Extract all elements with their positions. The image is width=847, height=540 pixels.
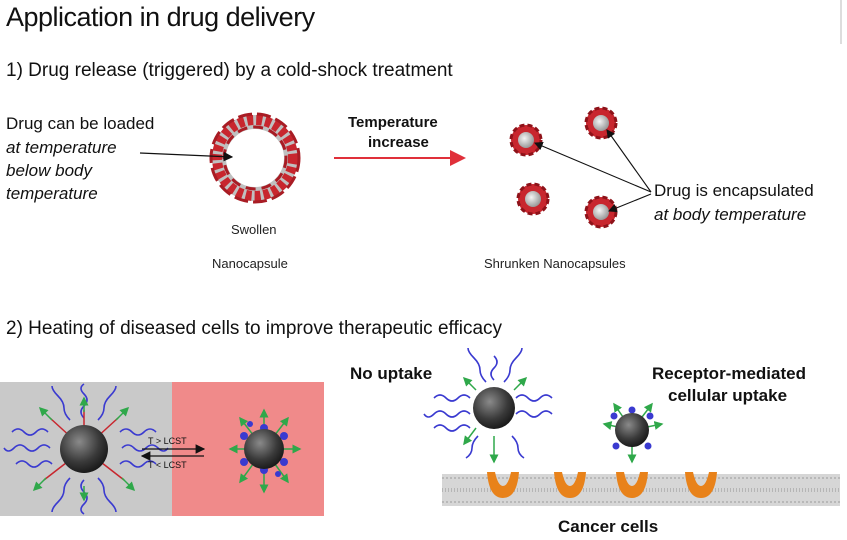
load-note-line4: temperature [6, 184, 98, 203]
shrunken-nanocapsule-1 [509, 123, 543, 157]
receptor-label-line2: cellular uptake [668, 386, 788, 405]
load-note-line3: below body [6, 161, 93, 180]
receptor-label-line1: Receptor-mediated [652, 364, 806, 383]
encapsulated-pointer-2 [606, 129, 652, 193]
load-note-line1: Drug can be loaded [6, 114, 155, 133]
arrow-label-line2: increase [368, 134, 429, 151]
arrow-label-line1: Temperature [348, 114, 438, 131]
receptor-4 [685, 472, 717, 498]
receptor-2 [554, 472, 586, 498]
receptor-1 [487, 472, 519, 498]
shrunken-label: Shrunken Nanocapsules [484, 256, 626, 271]
load-note-line2: at temperature [6, 138, 117, 157]
page-title: Application in drug delivery [6, 2, 315, 32]
no-uptake-label: No uptake [350, 364, 433, 383]
swollen-nanocapsule [209, 112, 301, 204]
particle-extended-chains [3, 383, 169, 515]
encapsulated-pointer-3 [607, 193, 652, 213]
shrunken-nanocapsule-4 [584, 195, 618, 229]
forward-transition-label: T > LCST [148, 436, 187, 446]
cancer-cells-label: Cancer cells [558, 517, 659, 536]
backward-transition-label: T < LCST [148, 460, 187, 470]
nanocapsule-label: Nanocapsule [212, 256, 288, 271]
particle-receptor-uptake [602, 402, 664, 464]
section1-heading: 1) Drug release (triggered) by a cold-sh… [6, 60, 453, 81]
receptors [487, 472, 717, 498]
section2-heading: 2) Heating of diseased cells to improve … [6, 318, 503, 339]
encapsulated-note-line1: Drug is encapsulated [654, 181, 814, 200]
particle-no-uptake [423, 347, 553, 464]
receptor-3 [616, 472, 648, 498]
encapsulated-note-line2: at body temperature [654, 205, 807, 224]
encapsulated-pointer-1 [533, 141, 652, 193]
swollen-label: Swollen [231, 222, 277, 237]
shrunken-nanocapsule-3 [516, 182, 550, 216]
particle-collapsed-chains [228, 408, 302, 494]
shrunken-nanocapsule-2 [584, 106, 618, 140]
load-pointer-arrow [139, 151, 234, 162]
